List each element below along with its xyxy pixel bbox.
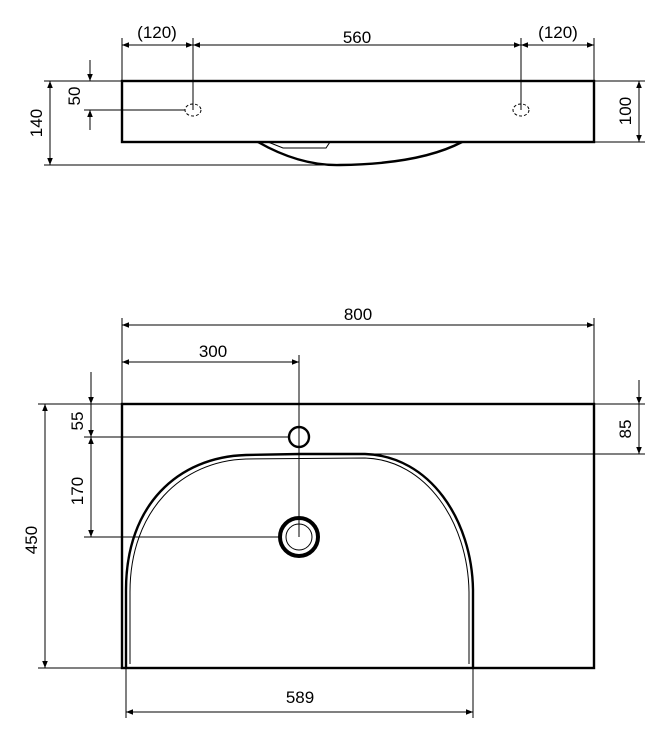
dim-label-basin-width: 589 bbox=[286, 688, 314, 707]
dim-label-height-front: 100 bbox=[616, 97, 635, 125]
plan-basin-inner-edge bbox=[129, 457, 470, 664]
plan-basin-outline bbox=[124, 452, 475, 668]
dim-label-tap-offset: 300 bbox=[199, 342, 227, 361]
dim-label-drain-from-tap: 170 bbox=[68, 477, 87, 505]
plan-view: 800 300 589 450 55 170 85 bbox=[22, 305, 645, 718]
dim-label-basin-edge: 85 bbox=[616, 420, 635, 439]
dim-label-depth: 450 bbox=[22, 526, 41, 554]
dim-label-hole-offset: 50 bbox=[65, 87, 84, 106]
elevation-view: (120) 560 (120) 140 50 100 bbox=[27, 23, 645, 167]
dim-label-tap-from-back: 55 bbox=[68, 412, 87, 431]
dim-label-width: 800 bbox=[344, 305, 372, 324]
elevation-overflow-slot bbox=[267, 141, 331, 149]
elevation-basin-bulge bbox=[257, 140, 463, 167]
dim-label-left: (120) bbox=[137, 23, 177, 42]
elevation-slab-outline bbox=[120, 79, 596, 144]
dim-label-center: 560 bbox=[343, 28, 371, 47]
plan-countertop-outline bbox=[120, 402, 596, 670]
dim-label-height-total: 140 bbox=[27, 109, 46, 137]
dim-label-right: (120) bbox=[538, 23, 578, 42]
